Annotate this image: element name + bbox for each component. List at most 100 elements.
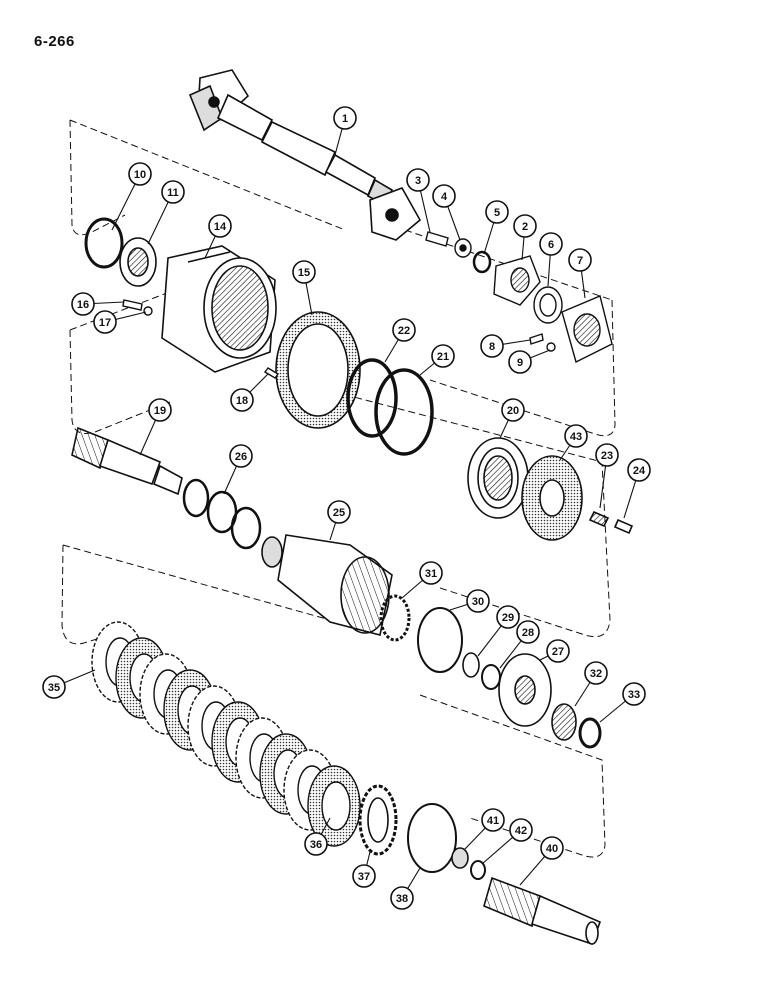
callout-bubble [501,398,525,422]
callout-20: 20 [501,398,525,422]
callout-label: 8 [489,341,495,353]
callout-26: 26 [229,444,253,468]
callout-label: 35 [48,682,60,694]
callout-8: 8 [480,334,504,358]
callout-bubble [229,444,253,468]
callout-label: 40 [546,843,558,855]
callout-40: 40 [540,836,564,860]
callout-38: 38 [390,886,414,910]
callout-5: 5 [485,200,509,224]
callout-bubble [481,808,505,832]
callout-label: 25 [333,507,345,519]
callout-bubble [584,661,608,685]
callout-bubble [496,605,520,629]
output-parts [358,784,602,946]
callout-bubble [71,292,95,316]
callout-18: 18 [230,388,254,412]
callout-label: 36 [310,839,322,851]
callout-28: 28 [516,620,540,644]
callout-19: 19 [148,398,172,422]
callout-label: 10 [134,169,146,181]
callout-bubble [128,162,152,186]
callout-bubble [230,388,254,412]
callout-2: 2 [513,214,537,238]
callout-bubble [564,424,588,448]
input-shaft [71,426,183,496]
callout-label: 5 [494,207,500,219]
callout-33: 33 [622,682,646,706]
callout-41: 41 [481,808,505,832]
callout-bubble [466,589,490,613]
callout-21: 21 [431,344,455,368]
callout-3: 3 [406,168,430,192]
callout-bubble [595,443,619,467]
callout-label: 22 [398,325,410,337]
callout-bubble [390,886,414,910]
callout-bubble [42,675,66,699]
callout-label: 3 [415,175,421,187]
callout-label: 30 [472,596,484,608]
callout-bubble [622,682,646,706]
callout-10: 10 [128,162,152,186]
callout-bubble [485,200,509,224]
callout-label: 24 [633,465,646,477]
rings-26 [182,478,262,550]
callout-15: 15 [292,260,316,284]
callout-31: 31 [419,561,443,585]
callout-17: 17 [93,310,117,334]
callout-bubble [208,214,232,238]
callout-14: 14 [208,214,232,238]
page-number: 6-266 [34,33,75,50]
callout-label: 33 [628,689,640,701]
callout-bubble [333,106,357,130]
callout-label: 6 [548,239,554,251]
callout-36: 36 [304,832,328,856]
rear-small-parts [379,594,602,749]
callout-label: 37 [358,871,370,883]
callout-9: 9 [508,350,532,374]
clutch-drum [261,534,393,636]
callout-43: 43 [564,424,588,448]
callout-bubble [352,864,376,888]
callout-label: 4 [441,191,448,203]
callout-24: 24 [627,458,651,482]
callout-bubble [546,639,570,663]
callout-label: 23 [601,450,613,462]
callout-label: 21 [437,351,449,363]
callout-label: 41 [487,815,499,827]
callout-label: 20 [507,405,519,417]
callout-30: 30 [466,589,490,613]
callout-bubble [480,334,504,358]
callout-bubble [148,398,172,422]
callout-1: 1 [333,106,357,130]
callout-bubble [431,344,455,368]
callout-bubble [508,350,532,374]
callout-label: 19 [154,405,166,417]
callout-32: 32 [584,661,608,685]
callout-bubble [327,500,351,524]
callout-6: 6 [539,232,563,256]
callout-label: 15 [298,267,310,279]
callout-37: 37 [352,864,376,888]
callout-42: 42 [509,818,533,842]
callout-bubble [513,214,537,238]
callout-bubble [392,318,416,342]
callout-bubble [406,168,430,192]
callout-label: 7 [577,255,583,267]
bearing [119,237,157,287]
callout-22: 22 [392,318,416,342]
callout-23: 23 [595,443,619,467]
callout-label: 14 [214,221,227,233]
callout-bubble [568,248,592,272]
drive-shaft [188,69,422,241]
callout-bubble [161,180,185,204]
callout-label: 38 [396,893,408,905]
clutch-disc-bore [321,781,351,831]
callout-4: 4 [432,184,456,208]
piston-assembly [467,437,634,541]
callout-label: 43 [570,431,582,443]
callout-35: 35 [42,675,66,699]
